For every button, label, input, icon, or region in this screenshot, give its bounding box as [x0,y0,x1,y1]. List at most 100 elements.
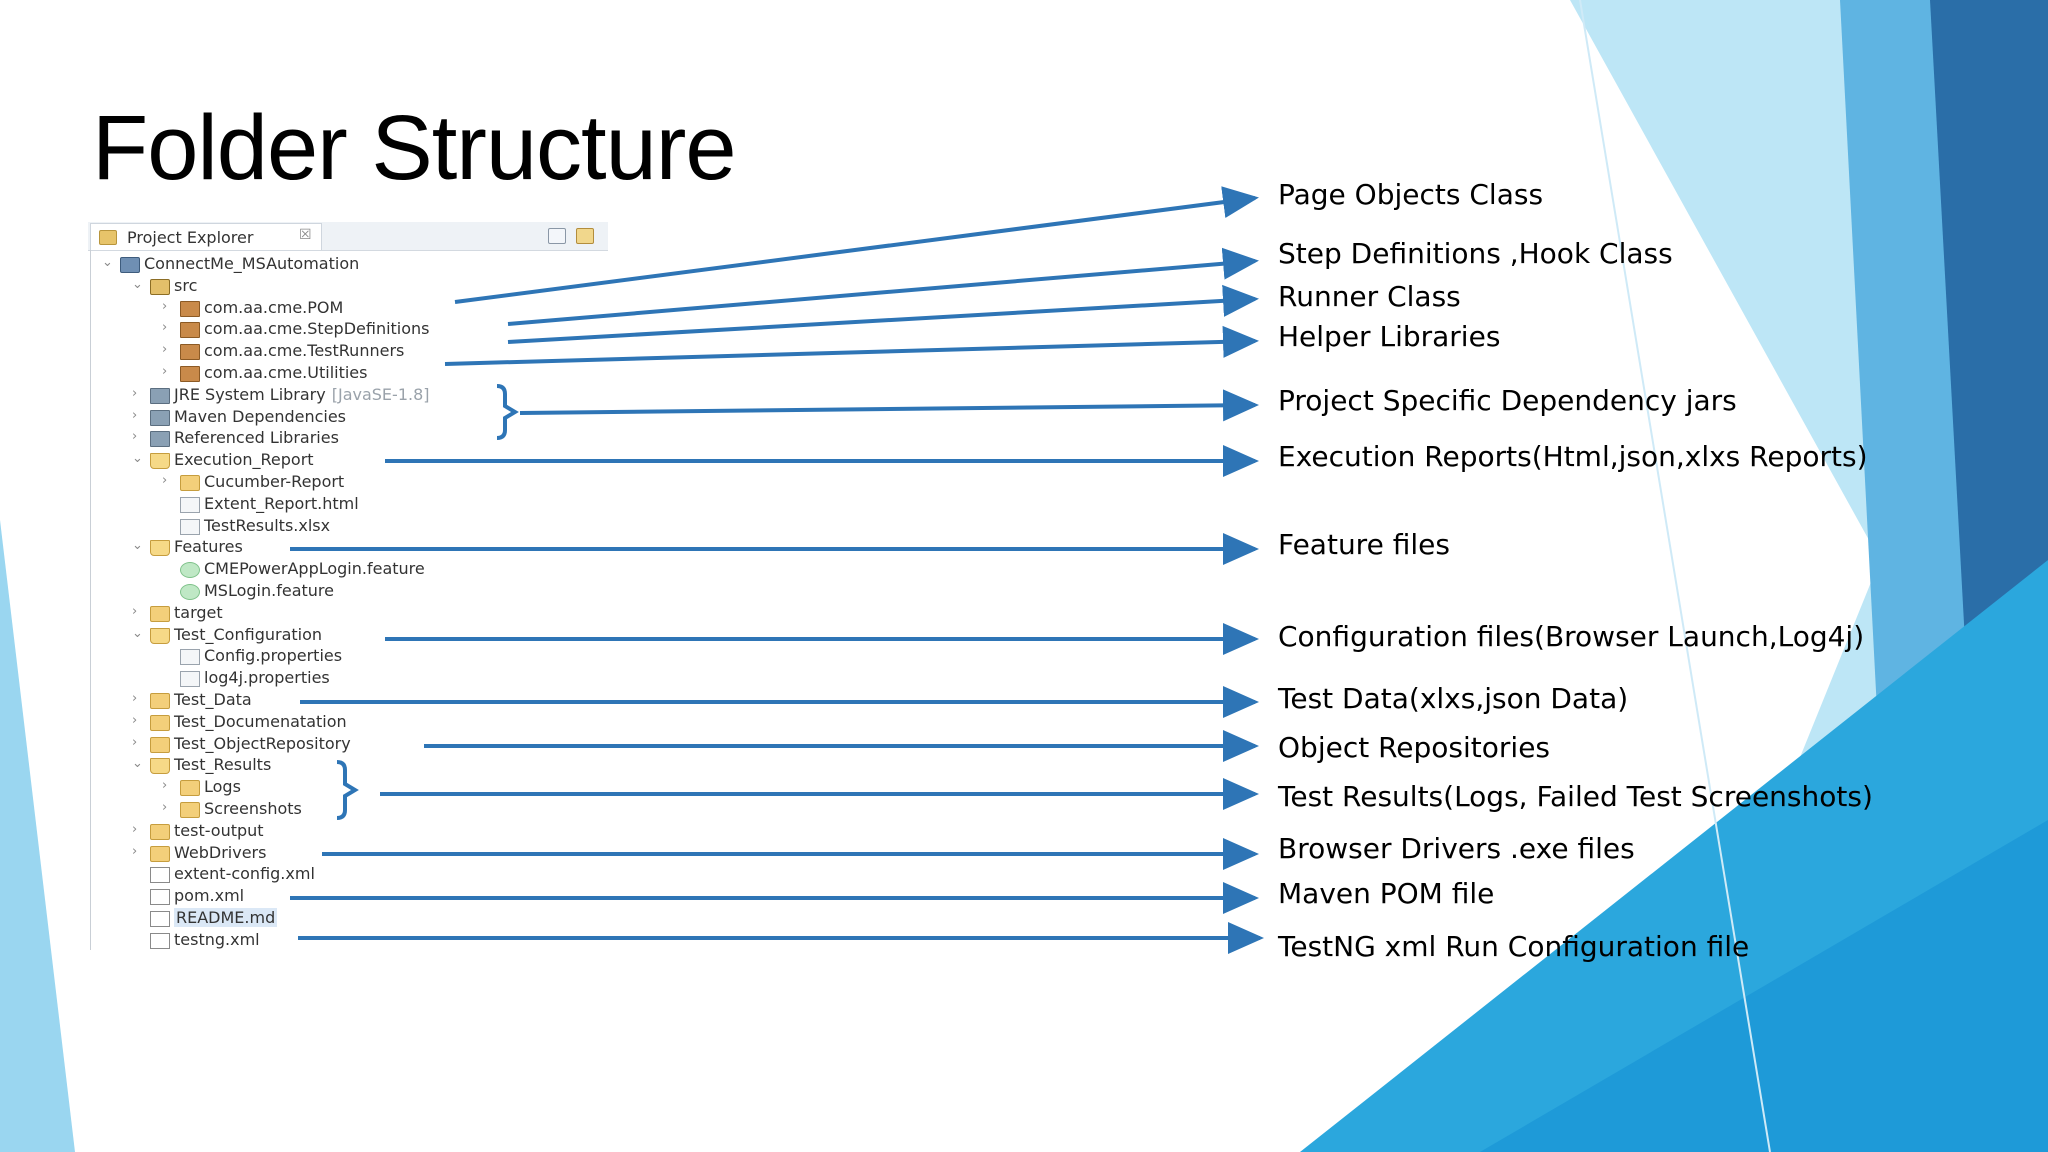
chevron-right-icon[interactable]: › [132,429,138,445]
tree-item-text: Test_ObjectRepository [174,733,351,753]
library-icon [150,409,170,426]
callout-label: Page Objects Class [1278,178,1544,211]
bg-thin-line [1579,0,1771,1152]
tree-item-label: MSLogin.feature [204,581,334,600]
callout-label: TestNG xml Run Configuration file [1278,930,1750,963]
tree-item-text: log4j.properties [204,668,330,688]
tree-item-text: test-output [174,820,264,840]
tree-item-text: Screenshots [204,799,302,818]
tree-item-label: Config.properties [204,646,342,665]
tree-item-text: src [174,275,198,295]
chevron-down-icon[interactable]: ⌄ [132,451,143,467]
tree-item-text: Maven Dependencies [174,406,347,426]
tree-item-text: target [174,602,223,622]
chevron-right-icon[interactable]: › [162,298,168,314]
tree-item-label: Extent_Report.html [204,494,359,513]
package-icon [180,344,200,361]
tree-item-text: CMEPowerAppLogin.feature [204,559,425,579]
tree-item-label: target [174,603,223,622]
link-with-editor-icon[interactable] [576,228,594,244]
feature-file-icon [180,584,200,600]
tab-project-explorer[interactable]: Project Explorer ☒ [90,223,322,250]
folder-icon [180,475,200,491]
tree-item-label: pom.xml [174,886,244,905]
tree-item-label: Cucumber-Report [204,472,344,491]
tab-label: Project Explorer [127,228,254,247]
chevron-right-icon[interactable]: › [162,364,168,379]
tree-item-text: Test_Configuration [174,624,323,644]
callout-label: Project Specific Dependency jars [1278,384,1737,417]
tree-item-text: Config.properties [204,646,343,666]
folder-open-icon [150,453,170,470]
library-icon [150,387,170,404]
markdown-file-icon [150,911,170,927]
chevron-down-icon[interactable]: ⌄ [102,255,113,270]
tree-item-text: testng.xml [174,929,260,949]
tree-item-label: WebDrivers [174,843,266,862]
callout-label: Execution Reports(Html,json,xlxs Reports… [1278,440,1868,473]
callout-label: Helper Libraries [1278,320,1501,353]
chevron-right-icon[interactable]: › [132,821,138,837]
tree-item-label: CMEPowerAppLogin.feature [204,559,425,578]
tree-item-text: extent-config.xml [174,864,315,884]
folder-open-icon [150,758,170,775]
collapse-all-icon[interactable] [548,228,566,244]
html-file-icon [180,496,200,513]
chevron-right-icon[interactable]: › [132,385,138,401]
chevron-right-icon[interactable]: › [132,843,138,859]
chevron-right-icon[interactable]: › [132,407,138,423]
tree-item-text: WebDrivers [174,842,267,862]
tree-item-label: Execution_Report [174,450,314,469]
tree-item-label: Features [174,537,243,556]
chevron-right-icon[interactable]: › [132,603,138,619]
tree-item-label: Test_Configuration [174,625,322,644]
file-icon [180,649,200,666]
callout-label: Test Data(xlxs,json Data) [1278,682,1629,715]
chevron-down-icon[interactable]: ⌄ [132,538,143,554]
chevron-right-icon[interactable]: › [162,342,168,358]
chevron-right-icon[interactable]: › [162,320,168,336]
folder-open-icon [150,627,170,644]
callout-label: Step Definitions ,Hook Class [1278,237,1673,270]
package-icon [180,366,200,382]
callout-label: Runner Class [1278,280,1461,313]
tree-item-label: src [174,276,197,295]
package-icon [180,322,200,339]
library-icon [150,431,170,448]
tree-item-text: README.md [176,908,276,927]
chevron-right-icon[interactable]: › [162,473,168,488]
tree-item-text: Features [174,537,243,557]
callout-label: Test Results(Logs, Failed Test Screensho… [1278,780,1873,813]
tree-item-label: Test_ObjectRepository [174,734,351,753]
bg-shape-left-blue [0,520,75,1152]
tree-item-label: com.aa.cme.POM [204,298,343,317]
tree-item-text: Extent_Report.html [204,493,359,513]
chevron-right-icon[interactable]: › [132,712,138,728]
tree-item-text: Test_Results [174,755,272,775]
chevron-right-icon[interactable]: › [162,778,168,794]
maven-file-icon [150,889,170,906]
tree-item-text: Execution_Report [174,450,314,470]
close-icon[interactable]: ☒ [299,227,312,243]
tree-item-text: MSLogin.feature [204,581,334,600]
tree-item-label: log4j.properties [204,668,330,687]
bg-shape-lower-right-light [1480,820,2048,1152]
callout-label: Feature files [1278,528,1450,561]
folder-icon [180,802,200,818]
chevron-right-icon[interactable]: › [162,800,168,815]
chevron-down-icon[interactable]: ⌄ [132,276,143,292]
tree-item-label: com.aa.cme.StepDefinitions [204,319,430,338]
tree-item-label: com.aa.cme.TestRunners [204,341,404,360]
chevron-right-icon[interactable]: › [132,734,138,750]
tree-item-label: Test_Data [174,690,252,709]
chevron-down-icon[interactable]: ⌄ [132,625,143,641]
tree-item-text: TestResults.xlsx [204,515,331,535]
project-explorer-panel: Project Explorer ☒ ⌄ConnectMe_MSAutomati… [88,222,608,952]
tree-item-text: com.aa.cme.Utilities [204,363,368,382]
slide-title: Folder Structure [92,97,737,199]
project-icon [120,257,140,273]
tree-item-text: Referenced Libraries [174,428,339,448]
chevron-down-icon[interactable]: ⌄ [132,756,143,772]
chevron-right-icon[interactable]: › [132,691,138,706]
folder-icon [150,845,170,862]
